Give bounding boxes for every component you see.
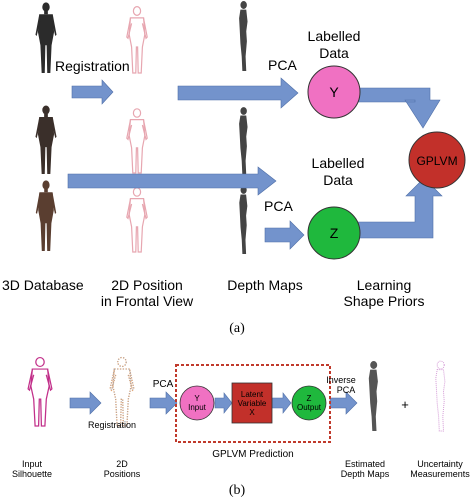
node-gplvm <box>408 131 466 189</box>
body-2d-outline <box>126 6 148 74</box>
positions-line1: 2D <box>116 459 128 469</box>
depth-map-figure <box>239 186 248 254</box>
body-3d-figure <box>35 105 57 174</box>
inverse-pca-line2: PCA <box>337 385 356 395</box>
col-3d-database: 3D Database <box>2 277 84 293</box>
input-silhouette-line1: Input <box>22 459 43 469</box>
gplvm-prediction-label: GPLVM Prediction <box>212 449 294 460</box>
col-learning-line2: Shape Priors <box>344 293 425 309</box>
z-output-node <box>291 385 327 421</box>
inverse-pca-arrow <box>329 391 358 415</box>
plus-sign: + <box>401 397 409 412</box>
body-2d-outline <box>126 187 148 253</box>
input-silhouette-figure <box>27 356 53 427</box>
depth-map-figure <box>239 107 248 175</box>
node-y <box>307 65 361 119</box>
y-to-gplvm-arrow <box>357 87 441 129</box>
estimated-line2: Depth Maps <box>341 469 390 479</box>
uncertainty-line1: Uncertainty <box>417 459 463 469</box>
col-learning-line1: Learning <box>357 277 412 293</box>
registration-arrow-b <box>69 391 102 415</box>
latent-line3: X <box>249 408 255 417</box>
positions-figure <box>109 356 135 427</box>
z-output-line1: Z <box>307 394 312 403</box>
labelled-data-bottom-line1: Labelled <box>312 155 365 171</box>
y-to-latent-arrow <box>214 392 233 414</box>
panel-b: Registration PCA Y Input Latent Variable… <box>12 356 470 498</box>
pca-arrow-b <box>149 391 178 415</box>
input-silhouette-line2: Silhouette <box>12 469 52 479</box>
body-3d-figure <box>35 2 57 74</box>
caption-b: (b) <box>229 483 246 498</box>
estimated-depth-map-figure <box>368 361 378 431</box>
col-2d-line1: 2D Position <box>111 277 183 293</box>
node-y-label: Y <box>329 84 339 100</box>
labelled-data-top-line2: Data <box>319 45 349 61</box>
uncertainty-line2: Measurements <box>410 469 470 479</box>
panel-a: Registration PCA PCA Labelled Data Label… <box>2 1 466 336</box>
node-z <box>307 206 361 260</box>
registration-arrow <box>71 79 114 105</box>
z-output-line2: Output <box>297 403 322 412</box>
estimated-line1: Estimated <box>345 459 385 469</box>
col-depth-maps: Depth Maps <box>227 277 302 293</box>
latent-variable-node <box>231 382 273 424</box>
node-gplvm-label: GPLVM <box>416 154 457 168</box>
pca-label-top: PCA <box>268 57 297 73</box>
registration-label-b: Registration <box>88 420 136 430</box>
body-3d-figure <box>35 180 57 251</box>
pca-arrow-top <box>177 77 299 109</box>
inverse-pca-line1: Inverse <box>326 375 356 385</box>
latent-to-z-arrow <box>271 392 292 414</box>
gplvm-prediction-box <box>175 364 331 443</box>
pca-label-b: PCA <box>153 379 174 390</box>
y-input-node <box>179 385 215 421</box>
node-z-label: Z <box>330 225 339 241</box>
labelled-data-top-line1: Labelled <box>308 28 361 44</box>
body-2d-outline <box>126 108 148 174</box>
uncertainty-figure <box>435 360 446 432</box>
labelled-data-bottom-line2: Data <box>323 172 353 188</box>
pca-arrow-bottom <box>264 220 305 250</box>
caption-a: (a) <box>229 321 245 336</box>
positions-line2: Positions <box>104 469 141 479</box>
y-input-line1: Y <box>194 394 200 403</box>
pca-label-bottom: PCA <box>264 198 293 214</box>
depth-map-figure <box>239 1 248 71</box>
database-arrow <box>67 166 277 196</box>
latent-line2: Variable <box>238 399 267 408</box>
col-2d-line2: in Frontal View <box>101 293 194 309</box>
registration-label: Registration <box>55 58 130 74</box>
latent-line1: Latent <box>241 390 264 399</box>
y-input-line2: Input <box>188 403 207 412</box>
